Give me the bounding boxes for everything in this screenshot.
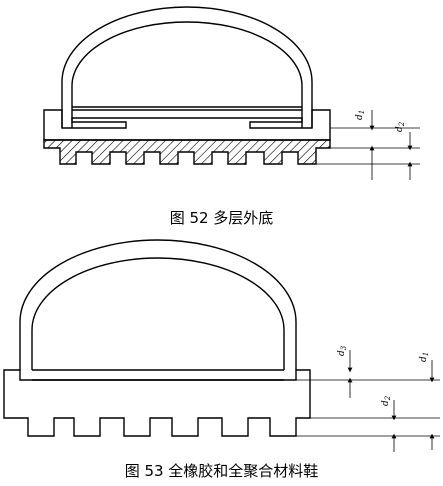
fig53-label-d1: d1 bbox=[419, 352, 430, 362]
fig53-label-d3: d3 bbox=[337, 345, 348, 356]
upper-inner-outline bbox=[71, 21, 303, 128]
figure-52-caption: 图 52 多层外底 bbox=[169, 209, 274, 227]
upper-outer-outline bbox=[61, 6, 313, 128]
upper-outer-outline bbox=[19, 239, 297, 370]
midsole-layer bbox=[43, 109, 331, 141]
fig52-label-d2: d2 bbox=[395, 121, 406, 132]
figure-53-caption: 图 53 全橡胶和全聚合材料鞋 bbox=[124, 462, 319, 480]
fig52-label-d1: d1 bbox=[355, 110, 366, 120]
figure-52-multilayer-outsole bbox=[43, 6, 420, 180]
hatched-wear-layer bbox=[43, 139, 331, 165]
fig53-label-d2: d2 bbox=[381, 395, 392, 406]
fig53-dimensions bbox=[296, 350, 440, 452]
upper-inner-outline bbox=[31, 257, 285, 370]
figure-53-all-rubber-shoe bbox=[3, 239, 440, 452]
fig52-dimensions bbox=[316, 110, 420, 180]
rubber-sole-body bbox=[3, 369, 311, 437]
